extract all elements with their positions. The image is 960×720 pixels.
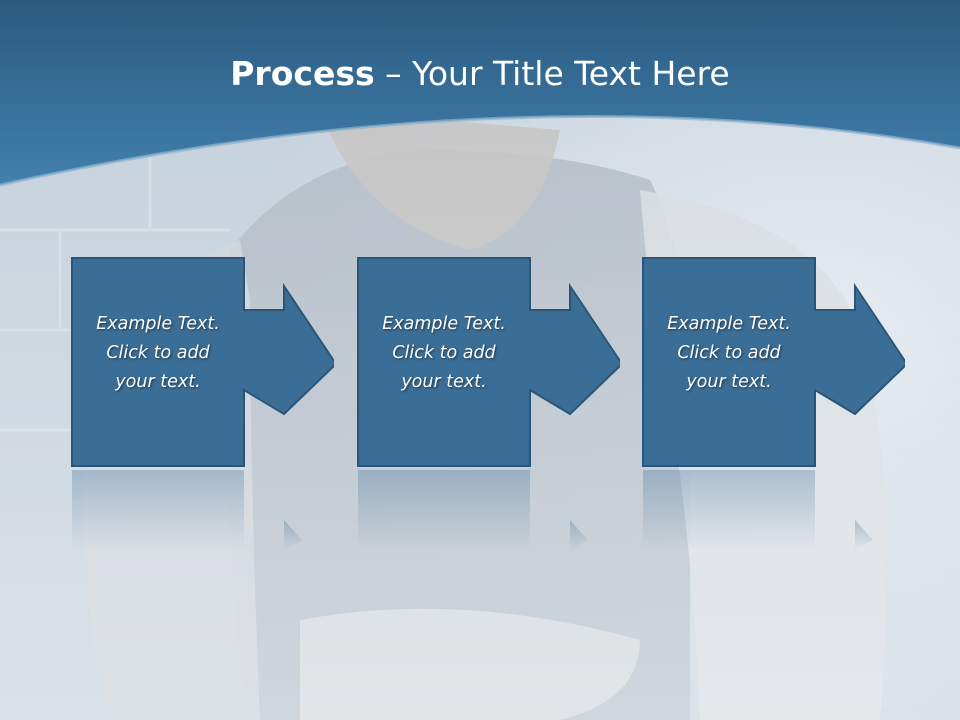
title-bold: Process xyxy=(230,54,375,93)
step-3-text: Example Text. Click to add your text. xyxy=(667,314,791,392)
step-3-shape xyxy=(642,257,905,467)
process-step-3[interactable]: Example Text. Click to add your text. xyxy=(641,256,905,468)
step-2-text: Example Text. Click to add your text. xyxy=(382,314,506,392)
process-step-1[interactable]: Example Text. Click to add your text. xyxy=(70,256,334,468)
step-1-text: Example Text. Click to add your text. xyxy=(96,314,220,392)
slide-title[interactable]: Process – Your Title Text Here xyxy=(0,52,960,96)
step-3-reflection xyxy=(643,470,873,550)
step-1-shape xyxy=(71,257,334,467)
step-2-reflection xyxy=(358,470,588,550)
step-1-reflection xyxy=(72,470,302,550)
title-rest: – Your Title Text Here xyxy=(374,54,730,93)
step-2-shape xyxy=(357,257,620,467)
process-step-2[interactable]: Example Text. Click to add your text. xyxy=(356,256,620,468)
